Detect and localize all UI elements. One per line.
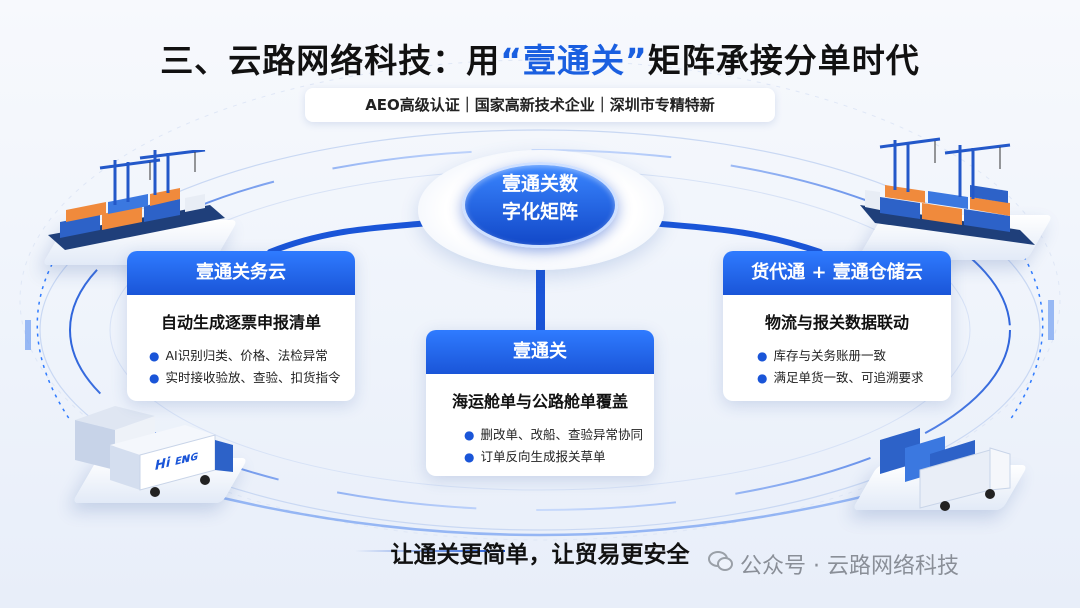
hub-label: 壹通关数 字化矩阵	[462, 170, 618, 226]
list-item: ●满足单货一致、可追溯要求	[757, 370, 924, 385]
list-item: ●AI识别归类、价格、法检异常	[149, 348, 328, 363]
bullet-icon: ●	[757, 371, 768, 385]
bullet-icon: ●	[757, 349, 768, 363]
card-yitongguan-subtitle: 海运舱单与公路舱单覆盖	[451, 392, 628, 411]
bullet-icon: ●	[464, 428, 475, 442]
card-customs-cloud: 壹通关务云 自动生成逐票申报清单 ●AI识别归类、价格、法检异常 ●实时接收验放…	[127, 251, 355, 401]
wechat-icon	[708, 551, 733, 571]
slogan-divider	[355, 550, 505, 552]
card-forwarder-warehouse-list: ●库存与关务账册一致 ●满足单货一致、可追溯要求	[723, 345, 951, 389]
list-item: ●库存与关务账册一致	[757, 348, 886, 363]
hub-label-line2: 字化矩阵	[501, 201, 578, 223]
truck-illustration-right	[850, 410, 1035, 520]
card-forwarder-warehouse-header: 货代通 + 壹通仓储云	[723, 251, 951, 295]
card-forwarder-warehouse: 货代通 + 壹通仓储云 物流与报关数据联动 ●库存与关务账册一致 ●满足单货一致…	[723, 251, 951, 401]
title-prefix: 三、云路网络科技：用	[160, 41, 501, 80]
bullet-icon: ●	[149, 371, 160, 385]
card-yitongguan: 壹通关 海运舱单与公路舱单覆盖 ●删改单、改船、查验异常协同 ●订单反向生成报关…	[426, 330, 654, 476]
slogan: 让通关更简单，让贸易更安全	[390, 542, 690, 568]
watermark: 公众号 · 云路网络科技	[740, 554, 959, 579]
bullet-icon: ●	[464, 450, 475, 464]
bullet-icon: ●	[149, 349, 160, 363]
card-yitongguan-header: 壹通关	[426, 330, 654, 374]
port-ship-illustration-left	[30, 150, 240, 270]
page-title: 三、云路网络科技：用“壹通关”矩阵承接分单时代	[0, 34, 1080, 82]
list-item: ●订单反向生成报关草单	[464, 449, 606, 464]
list-item: ●实时接收验放、查验、扣货指令	[149, 370, 341, 385]
certifications-banner: AEO高级认证｜国家高新技术企业｜深圳市专精特新	[305, 88, 775, 122]
card-forwarder-warehouse-subtitle: 物流与报关数据联动	[764, 313, 909, 332]
hub-label-line1: 壹通关数	[501, 173, 578, 195]
card-customs-cloud-header: 壹通关务云	[127, 251, 355, 295]
list-item: ●删改单、改船、查验异常协同	[464, 427, 643, 442]
card-yitongguan-list: ●删改单、改船、查验异常协同 ●订单反向生成报关草单	[426, 424, 654, 468]
title-highlight: “壹通关”	[500, 41, 648, 80]
card-customs-cloud-subtitle: 自动生成逐票申报清单	[160, 313, 321, 332]
title-suffix: 矩阵承接分单时代	[647, 41, 920, 80]
card-customs-cloud-list: ●AI识别归类、价格、法检异常 ●实时接收验放、查验、扣货指令	[127, 345, 355, 389]
port-ship-illustration-right	[840, 135, 1055, 265]
hub-button[interactable]	[462, 162, 618, 248]
truck-illustration-left: Hi ᴇɴɢ	[55, 400, 248, 510]
